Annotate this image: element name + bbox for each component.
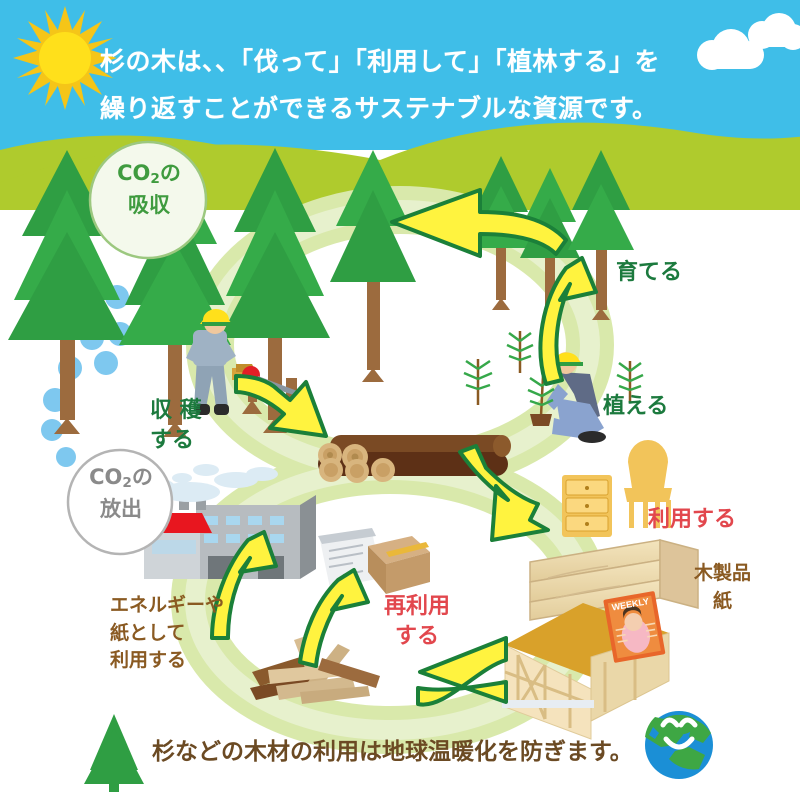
wooden-chair xyxy=(624,440,672,528)
saplings xyxy=(463,331,644,405)
smoke xyxy=(135,464,278,502)
label-reuse: 再利用 する xyxy=(384,594,451,649)
lumber-planks xyxy=(529,539,699,621)
arrow-harvest-to-logs xyxy=(234,374,328,438)
recycled-paper-stack xyxy=(318,528,382,588)
label-harvest: 収 穫 する xyxy=(150,398,202,453)
cloud-icon xyxy=(697,13,800,70)
co2-emission-badge: CO2の 放出 xyxy=(68,462,174,524)
co2-emission-circle xyxy=(66,448,174,556)
co2-emit-formula: CO xyxy=(89,465,123,489)
arrow-house-to-scrap xyxy=(416,636,508,707)
factory-building xyxy=(135,464,316,579)
arrow-grow-to-harvest xyxy=(390,188,568,258)
header-line-2: 繰り返すことができるサステナブルな資源です。 xyxy=(100,94,658,123)
footer-text: 杉などの木材の利用は地球温暖化を防ぎます。 xyxy=(152,739,633,765)
co2-emit-word: 放出 xyxy=(100,496,142,521)
co2-emit-sub: 2 xyxy=(122,475,132,491)
label-plant: 植える xyxy=(603,394,669,419)
co2-abs-particle: の xyxy=(159,161,181,185)
wooden-dresser xyxy=(562,475,612,537)
label-products: 木製品 紙 xyxy=(694,562,752,612)
co2-absorption-circle xyxy=(88,140,208,260)
smiling-earth-icon xyxy=(645,711,713,779)
pine-tree-icon xyxy=(84,714,144,792)
label-use: 利用する xyxy=(648,507,737,532)
log-ends xyxy=(318,435,511,483)
cycle-arrows xyxy=(210,188,598,707)
arrow-logs-to-products xyxy=(458,444,550,542)
magazine: WEEKLY xyxy=(603,591,666,663)
cardboard-box xyxy=(368,536,430,594)
co2-abs-word: 吸収 xyxy=(128,192,170,217)
co2-abs-sub: 2 xyxy=(150,171,160,187)
planting-worker xyxy=(527,352,606,443)
arrow-plant-to-grow xyxy=(538,256,598,386)
co2-abs-formula: CO xyxy=(117,161,151,185)
label-grow: 育てる xyxy=(616,260,683,285)
sky-background xyxy=(0,0,800,150)
co2-absorption-badge: CO2の 吸収 xyxy=(96,158,202,220)
arrow-scrap-to-reuse xyxy=(298,568,370,668)
header-line-1: 杉の木は、、「伐って」「利用して」「植林する」を xyxy=(100,47,661,76)
label-energy: エネルギーや 紙として 利用する xyxy=(110,594,225,672)
sun-icon xyxy=(13,6,117,110)
arrow-scrap-to-factory xyxy=(210,530,278,640)
log-pile xyxy=(318,435,511,483)
co2-emit-particle: の xyxy=(131,465,153,489)
